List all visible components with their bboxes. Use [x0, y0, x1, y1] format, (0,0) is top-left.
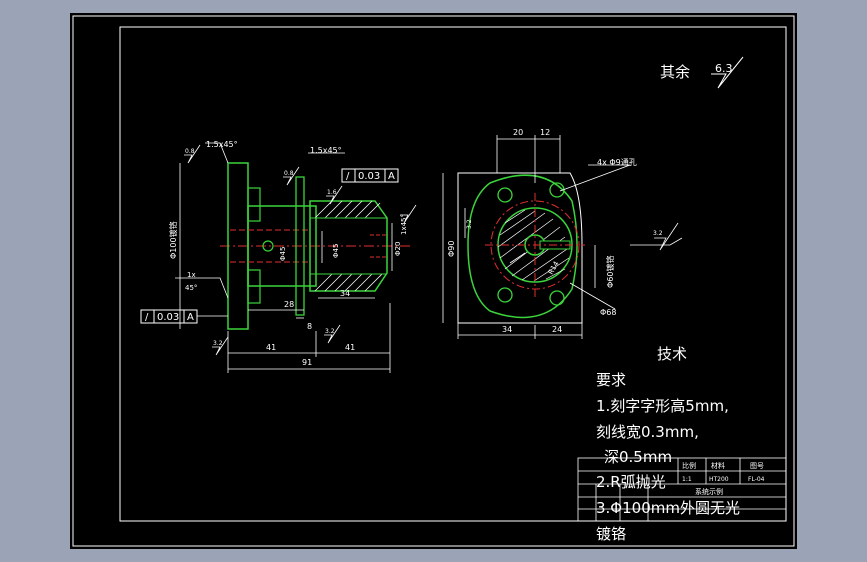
tech-line-2: 刻线宽0.3mm,: [596, 423, 699, 441]
holes-note: 4x Φ9通孔: [597, 157, 637, 167]
roughness-symbol-main: [711, 56, 744, 89]
dim-41b: 41: [345, 343, 355, 352]
inner-border: [119, 26, 787, 522]
dim-34: 34: [340, 289, 350, 298]
dia-45b-label: Φ45: [332, 244, 340, 258]
ratio-value: 1:1: [682, 476, 692, 483]
angle-note-3: 1x45°: [400, 214, 408, 235]
surface-note-value: 6.3: [715, 62, 733, 75]
dim-28: 28: [284, 300, 294, 309]
dia-20-label: Φ20: [394, 242, 402, 256]
tol-bottom-symbol: /: [145, 312, 149, 323]
tech-line-1: 1.刻字字形高5mm,: [596, 397, 729, 415]
tol-bottom-datum: A: [187, 312, 194, 323]
right-view: 20 12 4x Φ9通孔 Φ90 3.2 Φ60镀铬 Φ68 R14 3.2 …: [442, 128, 683, 339]
drawing-no-value: FL-04: [748, 476, 765, 483]
chamfer-right: 1.5x45°: [310, 146, 342, 155]
dia-60-label: Φ60镀铬: [605, 256, 615, 288]
tol-top-symbol: /: [346, 171, 350, 182]
dia-90-label: Φ90: [447, 241, 456, 257]
angle-note-1: 1x: [187, 271, 196, 279]
dim-91: 91: [302, 358, 312, 367]
dim-20: 20: [513, 128, 523, 137]
rough-right-label: 3.2: [653, 230, 663, 237]
tol-bottom-value: 0.03: [157, 312, 179, 323]
dim-3.2: 3.2: [466, 219, 473, 229]
dim-41a: 41: [266, 343, 276, 352]
tech-line-6: 镀铬: [596, 525, 626, 543]
cad-viewport[interactable]: 其余 6.3: [70, 13, 797, 549]
dia-68-label: Φ68: [600, 308, 616, 317]
drawing-no-label: 图号: [750, 462, 764, 470]
dia-100-label: Φ100镀铬: [168, 221, 178, 259]
surface-note-label: 其余: [660, 63, 690, 81]
rough-label-1: 0.8: [185, 148, 195, 155]
ratio-label: 比例: [682, 461, 696, 470]
tol-top-datum: A: [388, 171, 395, 182]
tech-title: 技术: [657, 345, 687, 363]
tech-line-5: 3.Φ100mm外圆无光: [596, 499, 740, 517]
dim-8: 8: [307, 322, 312, 331]
school-name: 系统示例: [695, 487, 723, 496]
rough-label-3: 1.6: [327, 189, 337, 196]
dia-45-label: Φ45: [279, 247, 287, 261]
dim-24-right: 24: [552, 325, 562, 334]
roughness-symbol-right: [654, 222, 679, 251]
rough-label-2: 0.8: [284, 170, 294, 177]
dim-34-right: 34: [502, 325, 512, 334]
title-block: [577, 457, 787, 522]
dim-12: 12: [540, 128, 550, 137]
tol-top-value: 0.03: [358, 171, 380, 182]
angle-note-2: 45°: [185, 284, 197, 292]
tech-line-0: 要求: [596, 371, 626, 389]
tech-line-3: 深0.5mm: [604, 448, 672, 466]
rough-label-4: 3.2: [213, 340, 223, 347]
left-view: / 0.03 A / 0.03 A 1.5x45° 1.5x45° 0.8 0.…: [140, 140, 417, 373]
tech-line-4: 2.R弧抛光: [596, 473, 666, 491]
tech-requirements: 技术 要求 1.刻字字形高5mm, 刻线宽0.3mm, 深0.5mm 2.R弧抛…: [596, 345, 740, 543]
engineering-drawing: 其余 6.3: [72, 15, 795, 547]
rough-label-5: 3.2: [325, 328, 335, 335]
chamfer-left: 1.5x45°: [206, 140, 238, 149]
material-value: HT200: [709, 476, 729, 483]
outer-border: [72, 15, 795, 547]
material-label: 材料: [711, 461, 725, 470]
